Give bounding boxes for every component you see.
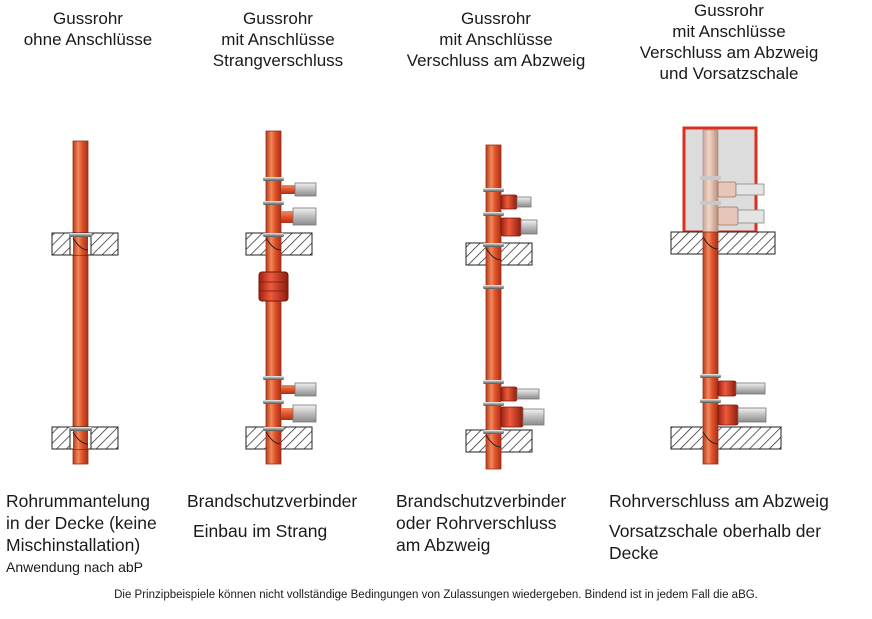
pipe-clamp — [483, 243, 504, 247]
pipe-clamp — [700, 374, 721, 378]
branch-connection — [516, 196, 532, 208]
caption-line: Vorsatzschale oberhalb der Decke — [609, 521, 822, 563]
sleeve-curve — [265, 431, 282, 445]
branch-connection — [737, 209, 765, 224]
column-4-title: Gussrohr mit Anschlüsse Verschluss am Ab… — [618, 0, 840, 84]
column-1-caption: Rohrummantelung in der Decke (keine Misc… — [6, 490, 157, 576]
pipe-clamp — [263, 233, 284, 237]
ceiling-slab — [670, 231, 776, 255]
sleeve-curve — [265, 237, 282, 251]
branch-closure — [500, 386, 518, 402]
column-3-caption: Brandschutzverbinder oder Rohrverschluss… — [396, 490, 566, 556]
pipe-clamp — [69, 427, 92, 431]
branch-closure — [500, 217, 522, 237]
branch-closure — [717, 380, 737, 397]
pipe-clamp — [700, 399, 721, 403]
footer-disclaimer: Die Prinzipbeispiele können nicht vollst… — [114, 589, 758, 601]
title-line: Gussrohr — [461, 9, 531, 28]
column-4-caption: Rohrverschluss am Abzweig Vorsatzschale … — [609, 490, 859, 564]
branch-connection — [516, 388, 540, 400]
title-line: Verschluss am Abzweig — [406, 51, 586, 70]
title-line: und Vorsatzschale — [659, 64, 799, 83]
branch-connection — [294, 182, 317, 197]
pipe-clamp — [263, 201, 284, 205]
pipe-clamp — [483, 402, 504, 406]
caption-line: oder Rohrverschluss — [396, 513, 557, 533]
branch-connection — [735, 183, 765, 196]
pipe-clamp — [263, 427, 284, 431]
sleeve-curve — [485, 434, 502, 448]
title-line: mit Anschlüsse — [439, 30, 553, 49]
pipe-clamp — [483, 380, 504, 384]
branch-closure — [717, 404, 739, 426]
caption-line: Brandschutzverbinder — [396, 491, 567, 511]
column-2-title: Gussrohr mit Anschlüsse Strangverschluss — [183, 8, 373, 71]
branch-connection — [294, 382, 317, 397]
title-line: Gussrohr — [243, 9, 313, 28]
pipe-clamp — [700, 176, 721, 180]
column-1-title: Gussrohr ohne Anschlüsse — [0, 8, 176, 50]
branch-closure — [500, 406, 524, 428]
pipe-clamp — [263, 400, 284, 404]
pipe — [72, 140, 89, 465]
column-2-drawing — [245, 130, 317, 465]
column-4-drawing — [670, 126, 782, 465]
sleeve-curve — [485, 247, 502, 261]
column-3-title: Gussrohr mit Anschlüsse Verschluss am Ab… — [388, 8, 604, 71]
branch-closure — [717, 181, 737, 198]
title-line: Gussrohr — [53, 9, 123, 28]
branch-connection — [520, 219, 538, 235]
pipe-clamp — [700, 201, 721, 205]
pipe — [702, 129, 719, 233]
branch-connection — [292, 404, 317, 423]
pipe-clamp — [263, 376, 284, 380]
branch-closure — [717, 206, 739, 226]
fire-protection-connector — [258, 271, 289, 302]
pipe — [485, 144, 502, 470]
column-2-caption: Brandschutzverbinder Einbau im Strang — [187, 490, 357, 542]
column-3-drawing — [465, 144, 545, 470]
branch-pipe — [281, 211, 295, 223]
caption-note: Anwendung nach abP — [6, 559, 143, 575]
pipe-clamp — [69, 233, 92, 237]
caption-line: Rohrverschluss am Abzweig — [609, 491, 829, 511]
pipe-clamp — [483, 430, 504, 434]
sleeve-curve — [702, 431, 719, 445]
branch-connection — [522, 408, 545, 426]
branch-connection — [292, 207, 317, 226]
branch-closure — [500, 194, 518, 210]
pipe — [702, 231, 719, 465]
title-line: Strangverschluss — [212, 51, 344, 70]
ceiling-slab — [670, 426, 782, 450]
caption-line: Einbau im Strang — [193, 521, 328, 541]
title-line: ohne Anschlüsse — [23, 30, 153, 49]
branch-pipe — [281, 385, 295, 394]
title-line: Gussrohr — [694, 1, 764, 20]
branch-pipe — [281, 185, 295, 194]
caption-line: Brandschutzverbinder — [187, 491, 358, 511]
caption-line: in der Decke (keine — [6, 513, 157, 533]
column-1-drawing — [51, 140, 119, 465]
branch-pipe — [281, 408, 295, 420]
branch-connection — [735, 382, 766, 395]
pipe-clamp — [483, 188, 504, 192]
sleeve-curve — [702, 236, 719, 250]
caption-line: Rohrummantelung — [6, 491, 150, 511]
caption-line: Mischinstallation) — [6, 535, 141, 555]
pipe-clamp — [483, 212, 504, 216]
pipe-clamp — [263, 177, 284, 181]
branch-connection — [737, 407, 767, 423]
sleeve-curve — [72, 431, 89, 445]
title-line: mit Anschlüsse — [672, 22, 786, 41]
caption-line: am Abzweig — [396, 535, 491, 555]
title-line: Verschluss am Abzweig — [639, 43, 819, 62]
sleeve-curve — [72, 237, 89, 251]
pipe-clamp — [483, 285, 504, 289]
title-line: mit Anschlüsse — [221, 30, 335, 49]
